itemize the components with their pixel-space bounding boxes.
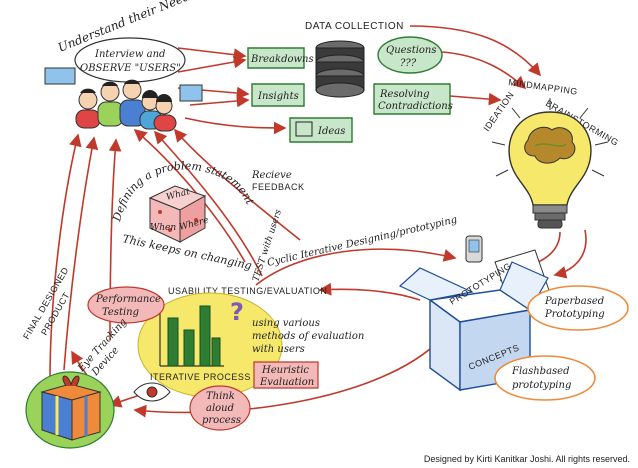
performance-cloud (87, 286, 165, 324)
flashbased-label-1: Flashbased (511, 366, 570, 377)
performance-label-1: Performance (95, 294, 161, 305)
arrow-left-up-2 (63, 136, 99, 371)
performance-label-2: Testing (102, 307, 139, 318)
interview-label-1: Interview and (94, 49, 165, 60)
arrow-users-to-insights-2 (189, 94, 250, 108)
paperbased-label-1: Paperbased (544, 296, 604, 307)
mobile-phone-icon (465, 235, 483, 263)
think-label-1: Think (206, 391, 235, 402)
paperbased-cloud (527, 285, 629, 331)
users-group: Understand their Needs! Interview and OB… (44, 0, 203, 132)
dice-icon (148, 185, 207, 243)
speech-bubble-right (179, 84, 203, 102)
think-aloud-cloud (189, 385, 251, 431)
resolving-box (373, 83, 451, 115)
database-icon (315, 40, 365, 98)
dice-when: When (150, 223, 176, 233)
ideas-notes-icon (295, 121, 313, 137)
receive-label: Recieve (251, 170, 292, 181)
arrow-users-to-ideas (184, 117, 287, 135)
arrow-left-up-1 (49, 133, 82, 381)
mindmapping-label: MINDMAPPING (508, 77, 579, 97)
arrow-feedback-to-users (133, 128, 246, 263)
arrow-users-to-breakdowns (177, 47, 247, 62)
data-collection-label: DATA COLLECTION (305, 21, 404, 32)
usability-testing-label: USABILITY TESTING/EVALUATION (168, 286, 327, 296)
problem-statement-group: Defining a problem statement What When W… (110, 159, 257, 272)
questions-marks: ??? (400, 58, 417, 69)
using-various-2: methods of evaluation (252, 331, 364, 342)
arrow-resolving-to-mindmap (449, 92, 502, 106)
ideas-label: Ideas (317, 126, 345, 137)
eye-icon (133, 382, 171, 402)
think-label-2: aloud (206, 403, 234, 414)
credit-text: Designed by Kirti Kanitkar Joshi. All ri… (423, 454, 630, 464)
test-with-users-label: TEST with users (251, 208, 284, 283)
feedback-label: FEEDBACK (252, 182, 305, 192)
insights-label: Insights (257, 91, 299, 102)
interview-label-2: OBSERVE "USERS" (80, 63, 181, 74)
using-various-1: using various (252, 318, 320, 329)
heuristic-label-1: Heuristic (261, 365, 309, 376)
ideation-label: IDEATION (481, 90, 515, 133)
breakdowns-box (247, 47, 305, 69)
arrow-box-to-product (133, 339, 441, 418)
arrow-cyclic (255, 248, 457, 286)
arrow-iterative-to-product (108, 394, 141, 408)
breakdowns-label: Breakdowns (250, 54, 314, 65)
arrow-feedback-up (173, 128, 301, 241)
flashbased-label-2: prototyping (512, 380, 571, 391)
bar-chart-icon (159, 305, 224, 367)
interview-cloud (74, 37, 186, 83)
usability-group: USABILITY TESTING/EVALUATION ? using var… (75, 286, 364, 431)
flashbased-cloud (494, 355, 596, 401)
mindmapping-group: MINDMAPPING IDEATION BRAINSTORMING (481, 77, 620, 229)
arrow-questions-to-mindmap (441, 51, 527, 90)
question-mark-icon: ? (230, 298, 244, 326)
paperbased-label-2: Prototyping (544, 309, 605, 320)
cyclic-iterative-label: Cyclic Iterative Designing/prototyping (266, 214, 458, 268)
arrow-users-to-breakdowns-2 (177, 55, 247, 73)
arrow-top-to-mindmap (409, 25, 542, 77)
user-figures (75, 79, 177, 132)
prototyping-group: PROTOTYPING CONCEPTS Paperbased Prototyp… (398, 235, 629, 401)
using-various-3: with users (252, 344, 305, 355)
arrow-box-to-usability (318, 282, 421, 301)
gift-box-icon (40, 375, 102, 441)
questions-label: Questions (386, 45, 437, 56)
data-collection-group: DATA COLLECTION Breakdowns Insights Idea… (247, 21, 453, 143)
insights-box (251, 83, 305, 107)
lightbulb-icon (491, 98, 609, 229)
speech-bubble-left (44, 67, 76, 85)
arrow-bulb-to-box-2 (553, 229, 587, 279)
think-label-3: process (202, 415, 241, 426)
iterative-process-label: ITERATIVE PROCESS (150, 372, 251, 382)
heuristic-box (253, 361, 319, 389)
resolving-label-2: Contradictions (378, 101, 453, 112)
resolving-label-1: Resolving (379, 89, 430, 100)
heuristic-label-2: Evaluation (259, 377, 314, 388)
questions-cloud (377, 36, 443, 74)
arrow-test-to-users (153, 130, 263, 277)
